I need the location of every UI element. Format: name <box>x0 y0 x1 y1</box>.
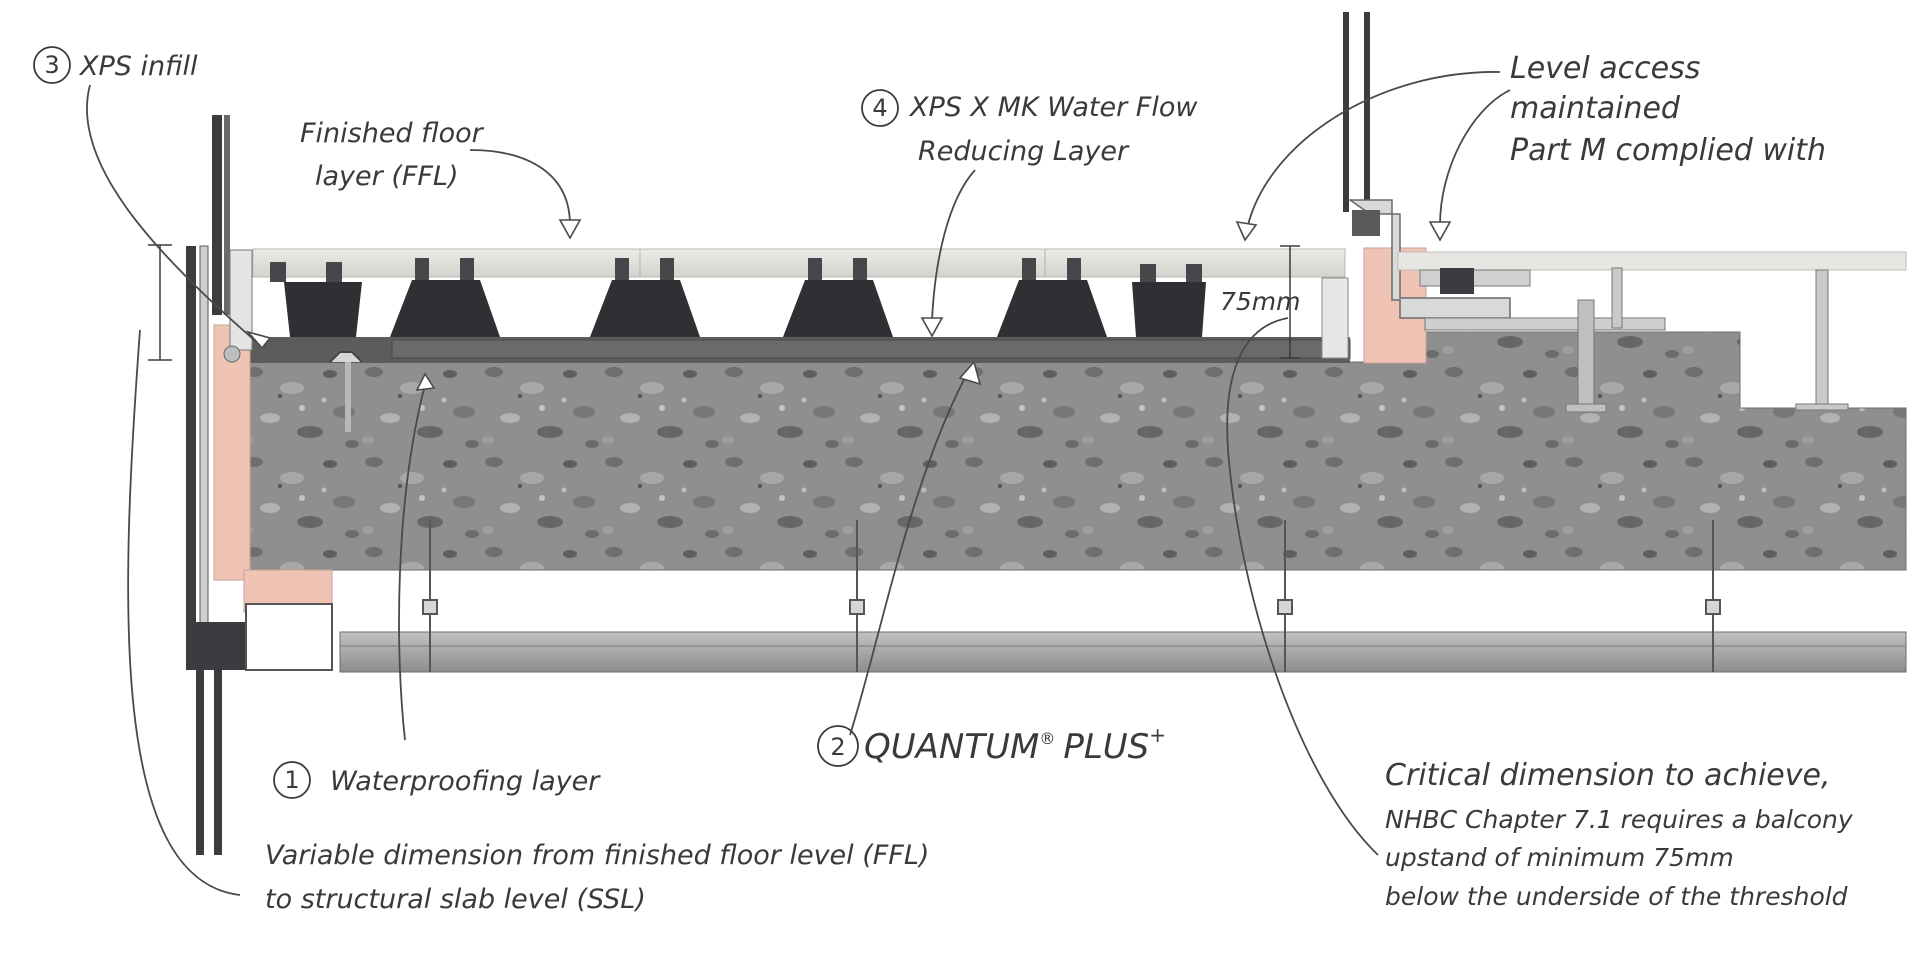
drain-bump <box>329 351 363 363</box>
soffit-channel <box>339 631 1907 673</box>
number-3: 3 <box>44 51 59 79</box>
leader-level-access-2 <box>1439 89 1511 226</box>
left-fixing-bolt <box>223 345 241 363</box>
label-critical-2: NHBC Chapter 7.1 requires a balcony <box>1385 805 1854 834</box>
leader-level-access-1 <box>1247 71 1501 226</box>
leader-finished-floor <box>469 149 571 226</box>
drainage-board <box>391 339 1351 359</box>
arrow-level-access-1 <box>1235 220 1258 242</box>
hanger <box>1277 520 1293 672</box>
number-circle-2 <box>817 725 859 767</box>
number-circle-4 <box>861 89 899 127</box>
leader-waterproofing <box>398 384 426 741</box>
pedestal <box>997 258 1107 337</box>
right-door-frame <box>1343 12 1349 212</box>
label-waterproofing: Waterproofing layer <box>330 766 601 797</box>
label-water-flow-1: XPS X MK Water Flow <box>908 92 1198 123</box>
internal-jack-3-foot <box>1795 403 1849 411</box>
threshold-upstand <box>1321 277 1349 359</box>
pedestal <box>1132 264 1206 337</box>
internal-jack-2 <box>1611 267 1623 329</box>
label-critical-1: Critical dimension to achieve, <box>1385 758 1831 793</box>
internal-screed-top <box>1397 251 1907 271</box>
number-circle-3 <box>33 46 71 84</box>
dimension-75mm <box>1280 245 1300 359</box>
arrow-quantum <box>958 360 982 386</box>
left-glazing <box>212 115 222 315</box>
label-finished-floor-1: Finished floor <box>300 118 485 149</box>
number-circle-1 <box>273 761 311 799</box>
label-water-flow-2: Reducing Layer <box>918 136 1130 167</box>
label-critical-4: below the underside of the threshold <box>1385 882 1848 911</box>
label-xps-infill: XPS infill <box>78 51 198 82</box>
label-level-access-3: Part M complied with <box>1510 133 1826 168</box>
leader-xps-infill <box>86 84 261 346</box>
internal-block <box>1440 268 1474 294</box>
arrow-finished-floor <box>558 219 582 240</box>
internal-floor-support <box>1419 269 1531 287</box>
left-window-sill <box>245 603 333 671</box>
label-variable-1: Variable dimension from finished floor l… <box>265 840 929 871</box>
arrow-level-access-2 <box>1428 221 1452 242</box>
variable-dimension-marker <box>148 244 172 361</box>
label-level-access-2: maintained <box>1510 91 1681 126</box>
arrow-xps-infill <box>245 330 272 350</box>
hanger <box>422 520 438 672</box>
hanger <box>849 520 865 672</box>
label-level-access-1: Level access <box>1510 51 1700 86</box>
leader-variable <box>127 329 241 896</box>
arrow-waterproofing <box>415 372 436 391</box>
pedestal <box>783 258 893 337</box>
label-quantum: QUANTUM®PLUS+ <box>864 723 1166 767</box>
hanger <box>1705 520 1721 672</box>
threshold-cap <box>1352 210 1380 236</box>
number-1: 1 <box>284 766 299 794</box>
left-threshold-block <box>229 249 253 351</box>
concrete-slab <box>243 331 1907 571</box>
left-glazing-lower-2 <box>214 670 222 855</box>
pedestal <box>390 258 500 337</box>
leader-quantum <box>849 371 969 736</box>
number-2: 2 <box>830 733 845 761</box>
arrow-water-flow <box>920 317 944 338</box>
leader-water-flow <box>931 169 976 321</box>
paver-row <box>252 248 1346 278</box>
left-glazing-lower <box>196 670 204 855</box>
right-door-frame-2 <box>1364 12 1370 212</box>
left-wall-insulation <box>213 324 251 581</box>
internal-jack-1-foot <box>1565 403 1607 413</box>
internal-bracket <box>1424 317 1666 331</box>
label-variable-2: to structural slab level (SSL) <box>265 884 646 915</box>
internal-jack-1 <box>1577 299 1595 409</box>
left-frame-outer <box>186 246 196 626</box>
pedestal <box>270 262 362 337</box>
left-window-base <box>186 622 246 670</box>
number-4: 4 <box>872 94 887 122</box>
label-critical-3: upstand of minimum 75mm <box>1385 843 1734 872</box>
left-frame-inner <box>199 245 209 627</box>
left-glazing-2 <box>224 115 230 315</box>
leader-critical <box>1226 317 1379 856</box>
pedestal <box>590 258 700 337</box>
internal-jack-3 <box>1815 269 1829 409</box>
dimension-label: 75mm <box>1220 287 1301 316</box>
label-finished-floor-2: layer (FFL) <box>315 161 459 192</box>
anchor-bolt <box>345 362 351 432</box>
